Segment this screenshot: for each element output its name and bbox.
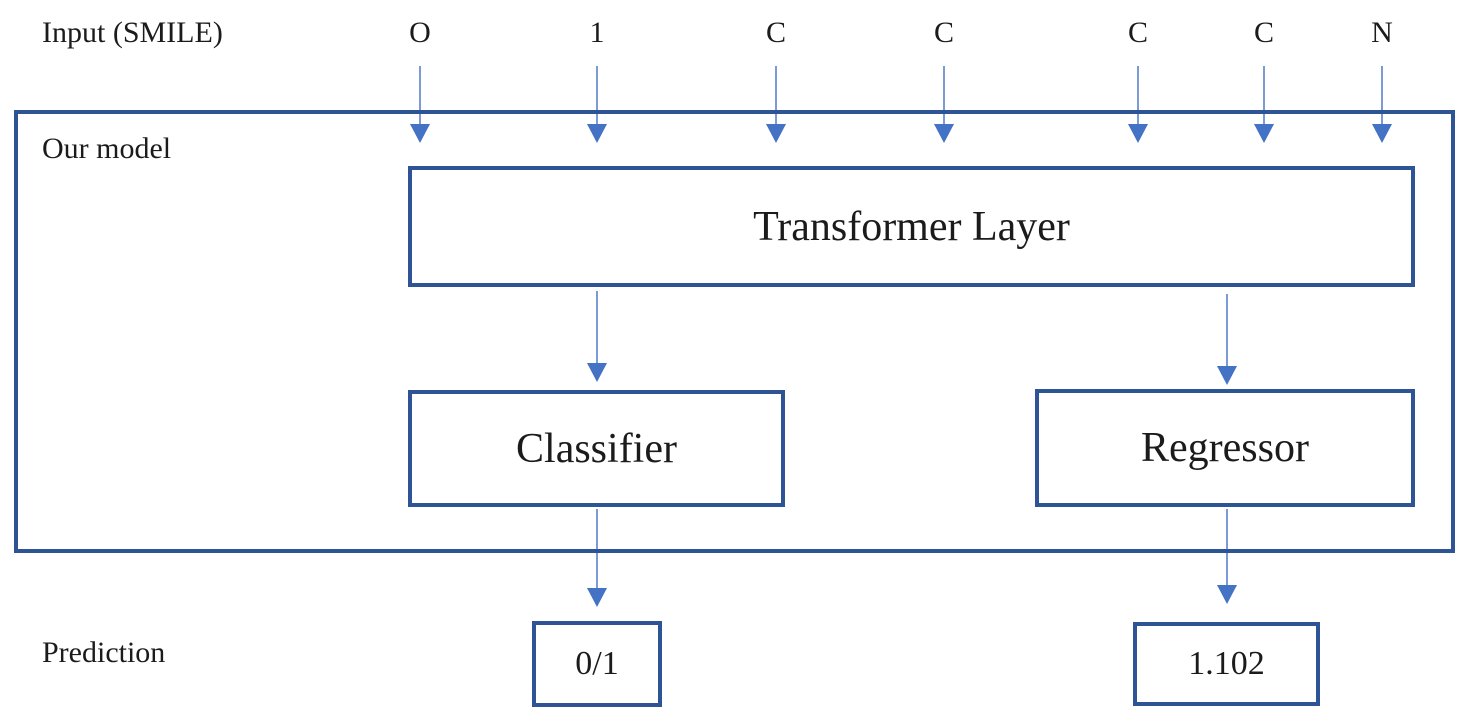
input-smiles-label: Input (SMILE) — [42, 16, 223, 49]
prediction-label: Prediction — [42, 636, 166, 669]
regressor-output-value: 1.102 — [1188, 645, 1265, 682]
transformer-layer-label: Transformer Layer — [753, 203, 1070, 250]
token-c3: C — [1127, 16, 1148, 49]
classifier-output-value: 0/1 — [575, 645, 619, 682]
regressor-output-box: 1.102 — [1133, 622, 1320, 706]
token-n: N — [1371, 16, 1393, 49]
our-model-label: Our model — [42, 132, 172, 165]
transformer-layer-box: Transformer Layer — [408, 166, 1415, 287]
token-c4: C — [1253, 16, 1274, 49]
classifier-output-box: 0/1 — [532, 621, 662, 707]
classifier-box: Classifier — [408, 390, 785, 507]
token-1: 1 — [589, 16, 605, 49]
token-c1: C — [765, 16, 786, 49]
token-o: O — [409, 16, 431, 49]
regressor-label: Regressor — [1141, 425, 1309, 471]
classifier-label: Classifier — [516, 425, 677, 472]
regressor-box: Regressor — [1035, 389, 1415, 507]
token-c2: C — [933, 16, 954, 49]
